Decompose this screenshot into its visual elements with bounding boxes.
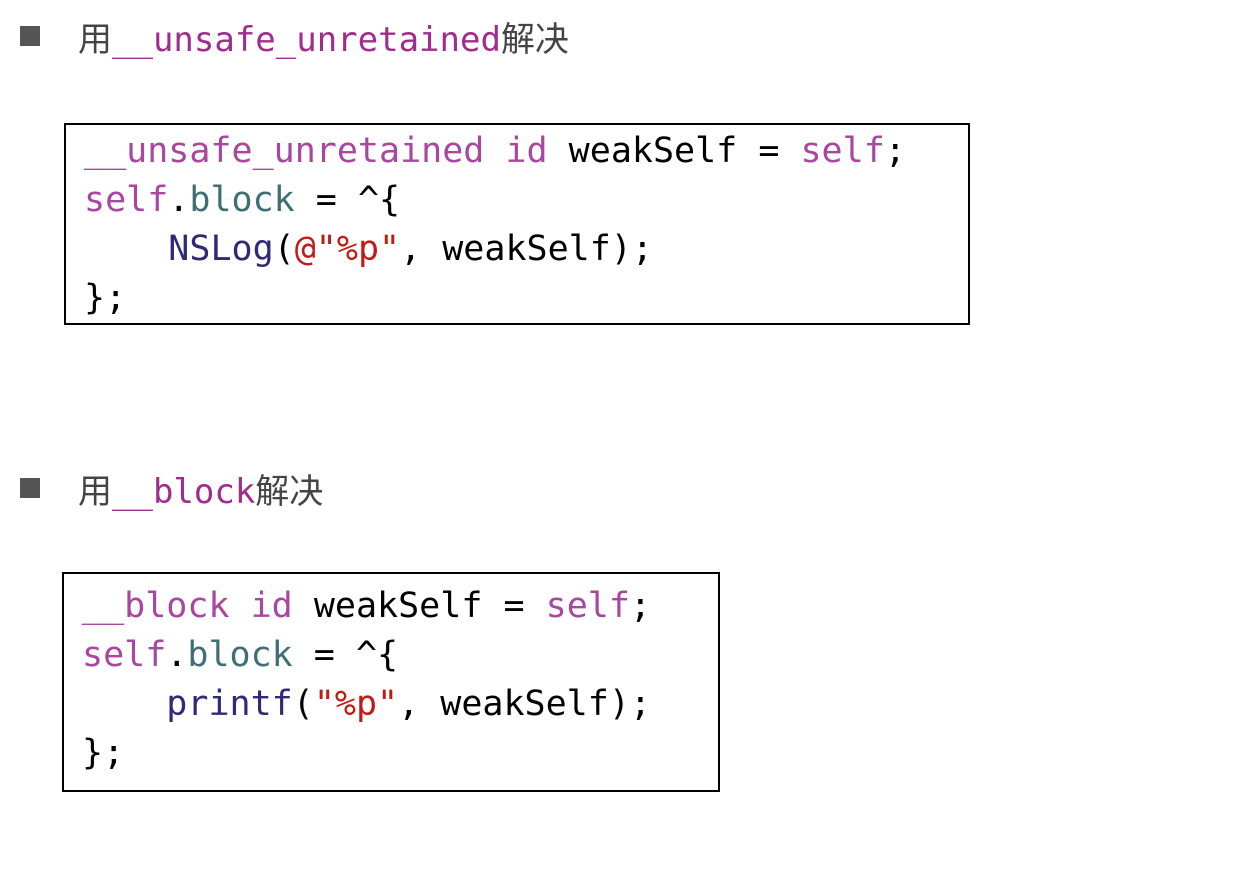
code-text: weakSelf =	[292, 586, 546, 626]
section1-keyword: __unsafe_unretained	[112, 19, 501, 60]
code-text: = ^{	[292, 635, 399, 675]
code-line: self.block = ^{	[84, 176, 950, 225]
code-line: NSLog(@"%p", weakSelf);	[84, 225, 950, 274]
section2-prefix: 用	[78, 471, 112, 512]
section1-heading: 用__unsafe_unretained解决	[20, 16, 569, 60]
code-text: (	[273, 229, 295, 269]
code-indent	[82, 684, 166, 724]
section1-heading-text: 用__unsafe_unretained解决	[78, 12, 569, 61]
section2-keyword: __block	[112, 471, 256, 512]
section1-prefix: 用	[78, 19, 112, 60]
code-keyword: self	[82, 635, 167, 675]
bullet-square-icon	[20, 478, 40, 498]
code-keyword: self	[545, 586, 630, 626]
code-text: };	[82, 733, 125, 773]
code-text: ;	[884, 131, 906, 171]
code-indent	[84, 229, 168, 269]
code-keyword: __block	[82, 586, 230, 626]
code-string: @"%p"	[294, 229, 401, 269]
code-line: __block id weakSelf = self;	[82, 582, 700, 631]
code-text: (	[292, 684, 314, 724]
code-keyword: self	[800, 131, 885, 171]
code-keyword: id	[250, 586, 293, 626]
code-line: };	[82, 729, 700, 778]
code-keyword: __unsafe_unretained	[84, 131, 485, 171]
code-string: "%p"	[313, 684, 399, 724]
code-line: printf("%p", weakSelf);	[82, 680, 700, 729]
section2-code-block: __block id weakSelf = self; self.block =…	[62, 572, 720, 792]
section2-suffix: 解决	[255, 471, 324, 512]
code-property: block	[187, 635, 293, 675]
code-function: NSLog	[168, 229, 274, 269]
bullet-square-icon	[20, 26, 40, 46]
code-line: };	[84, 274, 950, 323]
code-line: __unsafe_unretained id weakSelf = self;	[84, 127, 950, 176]
code-text: .	[168, 180, 190, 220]
section2-heading: 用__block解决	[20, 468, 323, 512]
code-text: , weakSelf);	[400, 229, 653, 269]
code-text: , weakSelf);	[398, 684, 651, 724]
code-text: = ^{	[294, 180, 401, 220]
code-keyword: self	[84, 180, 169, 220]
section1-code-block: __unsafe_unretained id weakSelf = self; …	[64, 123, 970, 325]
code-text: ;	[629, 586, 651, 626]
code-line: self.block = ^{	[82, 631, 700, 680]
section1-suffix: 解决	[500, 19, 569, 60]
code-text: weakSelf =	[547, 131, 801, 171]
code-keyword: id	[505, 131, 548, 171]
code-function: printf	[166, 684, 293, 724]
code-text: };	[84, 278, 127, 318]
code-text: .	[166, 635, 188, 675]
section2-heading-text: 用__block解决	[78, 464, 323, 513]
code-property: block	[189, 180, 295, 220]
